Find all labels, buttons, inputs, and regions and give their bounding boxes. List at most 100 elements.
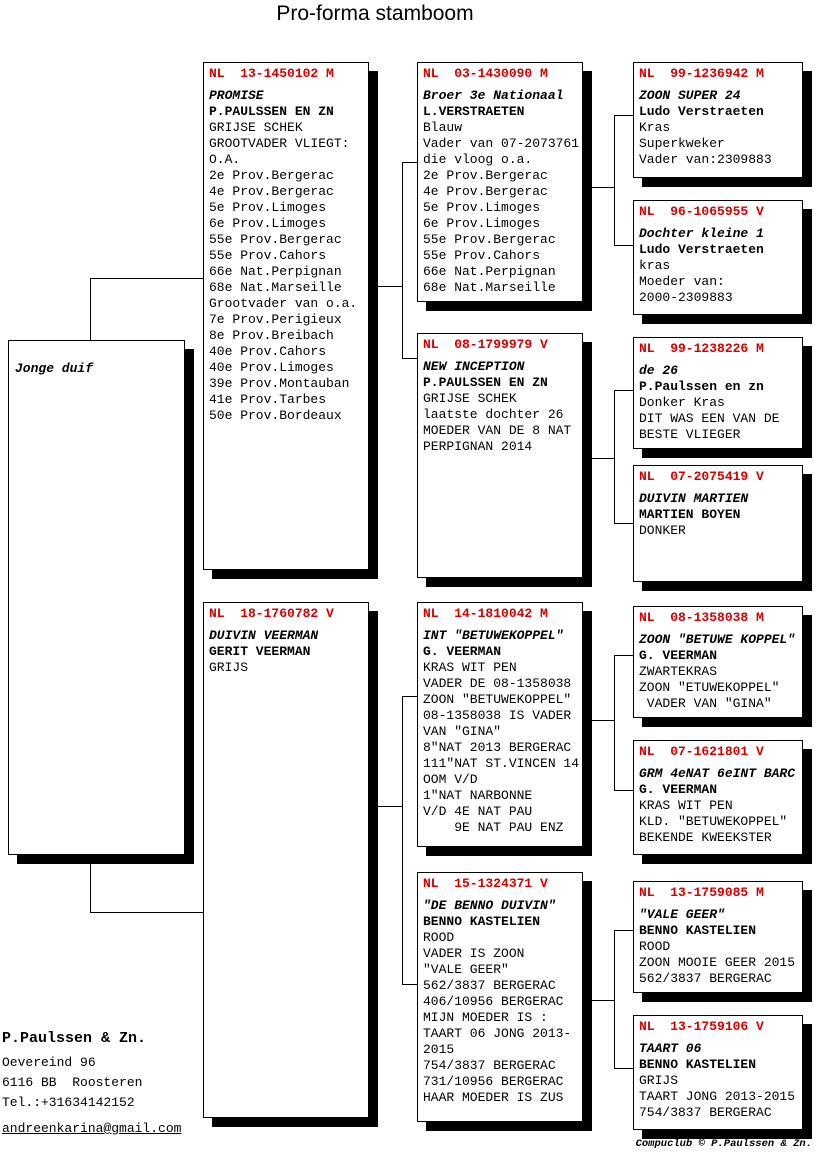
- detail-line: KRAS WIT PEN: [639, 798, 733, 813]
- ring-number: NL 14-1810042 M: [423, 606, 548, 621]
- detail-line: kras: [639, 258, 671, 273]
- detail-line: TAART JONG 2013-2015: [639, 1089, 796, 1104]
- detail-line: 4e Prov.Bergerac: [423, 184, 548, 199]
- detail-line: MIJN MOEDER IS :: [423, 1010, 548, 1025]
- detail-line: 66e Nat.Perpignan: [209, 264, 342, 279]
- detail-line: BESTE VLIEGER: [639, 427, 741, 442]
- detail-line: 4e Prov.Bergerac: [209, 184, 334, 199]
- detail-line: ROOD: [639, 939, 671, 954]
- detail-line: 08-1358038 IS VADER: [423, 708, 572, 723]
- page-title: Pro-forma stamboom: [276, 2, 474, 25]
- pigeon-name: ZOON SUPER 24: [639, 88, 741, 103]
- detail-line: 8e Prov.Breibach: [209, 328, 334, 343]
- owner-name: P.PAULSSEN EN ZN: [423, 375, 548, 390]
- detail-line: die vloog o.a.: [423, 152, 533, 167]
- detail-line: Kras: [639, 120, 671, 135]
- detail-line: 41e Prov.Tarbes: [209, 392, 327, 407]
- detail-line: ZOON "ETUWEKOPPEL": [639, 680, 780, 695]
- detail-line: GRIJS: [209, 660, 249, 675]
- detail-line: GRIJSE SCHEK: [423, 391, 517, 406]
- pigeon-name: TAART 06: [639, 1041, 702, 1056]
- pedigree-box-grandmother-paternal: NL 08-1799979 V NEW INCEPTION P.PAULSSEN…: [417, 333, 583, 578]
- detail-line: 2015: [423, 1042, 455, 1057]
- connector-line: [614, 930, 615, 1069]
- detail-line: 731/10956 BERGERAC: [423, 1074, 564, 1089]
- detail-line: Moeder van:: [639, 274, 725, 289]
- detail-line: laatste dochter 26: [423, 407, 564, 422]
- connector-line: [402, 696, 403, 985]
- detail-line: 68e Nat.Marseille: [423, 280, 556, 295]
- detail-line: VAN "GINA": [423, 724, 502, 739]
- ring-number: NL 07-1621801 V: [639, 744, 764, 759]
- owner-name: Ludo Verstraeten: [639, 242, 764, 257]
- owner-name: BENNO KASTELIEN: [639, 1057, 757, 1072]
- detail-line: 6e Prov.Limoges: [209, 216, 327, 231]
- detail-line: ZOON MOOIE GEER 2015: [639, 955, 796, 970]
- connector-line: [614, 245, 633, 246]
- detail-line: 55e Prov.Bergerac: [209, 232, 342, 247]
- connector-line: [402, 162, 417, 163]
- connector-line: [90, 855, 91, 912]
- detail-line: Vader van:2309883: [639, 152, 772, 167]
- pigeon-name: Dochter kleine 1: [639, 226, 764, 241]
- detail-line: KRAS WIT PEN: [423, 660, 517, 675]
- pedigree-box-father: NL 13-1450102 M PROMISE P.PAULSSEN EN ZN…: [203, 62, 369, 570]
- detail-line: Blauw: [423, 120, 463, 135]
- connector-line: [614, 523, 633, 524]
- pigeon-name: DUIVIN MARTIEN: [639, 491, 749, 506]
- detail-line: 55e Prov.Cahors: [423, 248, 541, 263]
- loft-owner-name: P.Paulssen & Zn.: [2, 1030, 147, 1047]
- detail-line: 8"NAT 2013 BERGERAC: [423, 740, 572, 755]
- connector-line: [614, 655, 615, 791]
- detail-line: PERPIGNAN 2014: [423, 439, 533, 454]
- detail-line: ZOON "BETUWEKOPPEL": [423, 692, 572, 707]
- detail-line: 39e Prov.Montauban: [209, 376, 350, 391]
- detail-line: HAAR MOEDER IS ZUS: [423, 1090, 564, 1105]
- pigeon-name: Broer 3e Nationaal: [423, 88, 564, 103]
- ring-number: NL 07-2075419 V: [639, 469, 764, 484]
- detail-line: Donker Kras: [639, 395, 725, 410]
- loft-email: andreenkarina@gmail.com: [2, 1121, 182, 1136]
- pedigree-box-greatgrandparent-7: NL 13-1759085 M "VALE GEER" BENNO KASTEL…: [633, 881, 803, 993]
- detail-line: TAART 06 JONG 2013-: [423, 1026, 572, 1041]
- owner-name: MARTIEN BOYEN: [639, 507, 741, 522]
- pigeon-name: ZOON "BETUWE KOPPEL": [639, 632, 796, 647]
- connector-line: [614, 115, 615, 246]
- loft-address-street: Oevereind 96: [2, 1055, 96, 1070]
- owner-name: BENNO KASTELIEN: [639, 923, 757, 938]
- connector-line: [614, 655, 633, 656]
- owner-name: BENNO KASTELIEN: [423, 914, 541, 929]
- owner-name: G. VEERMAN: [639, 782, 718, 797]
- detail-line: 754/3837 BERGERAC: [639, 1105, 772, 1120]
- connector-line: [614, 390, 633, 391]
- owner-name: P.PAULSSEN EN ZN: [209, 104, 334, 119]
- connector-line: [378, 286, 402, 287]
- ring-number: NL 13-1759106 V: [639, 1019, 764, 1034]
- ring-number: NL 99-1236942 M: [639, 66, 764, 81]
- detail-line: 754/3837 BERGERAC: [423, 1058, 556, 1073]
- detail-line: 9E NAT PAU ENZ: [423, 820, 564, 835]
- owner-name: L.VERSTRAETEN: [423, 104, 525, 119]
- detail-line: ZWARTEKRAS: [639, 664, 718, 679]
- detail-line: 562/3837 BERGERAC: [423, 978, 556, 993]
- pedigree-box-grandfather-paternal: NL 03-1430090 M Broer 3e Nationaal L.VER…: [417, 62, 583, 302]
- pigeon-details: GRIJS: [209, 660, 366, 676]
- detail-line: 7e Prov.Perigieux: [209, 312, 342, 327]
- detail-line: 2e Prov.Bergerac: [209, 168, 334, 183]
- owner-name: GERIT VEERMAN: [209, 644, 311, 659]
- pigeon-details: DONKER: [639, 523, 800, 539]
- detail-line: 5e Prov.Limoges: [209, 200, 327, 215]
- connector-line: [614, 790, 633, 791]
- software-credit: Compuclub © P.Paulssen & Zn.: [635, 1138, 812, 1150]
- connector-line: [90, 278, 203, 279]
- detail-line: Superkweker: [639, 136, 725, 151]
- detail-line: 1"NAT NARBONNE: [423, 788, 533, 803]
- pedigree-box-greatgrandparent-3: NL 99-1238226 M de 26 P.Paulssen en zn D…: [633, 337, 803, 449]
